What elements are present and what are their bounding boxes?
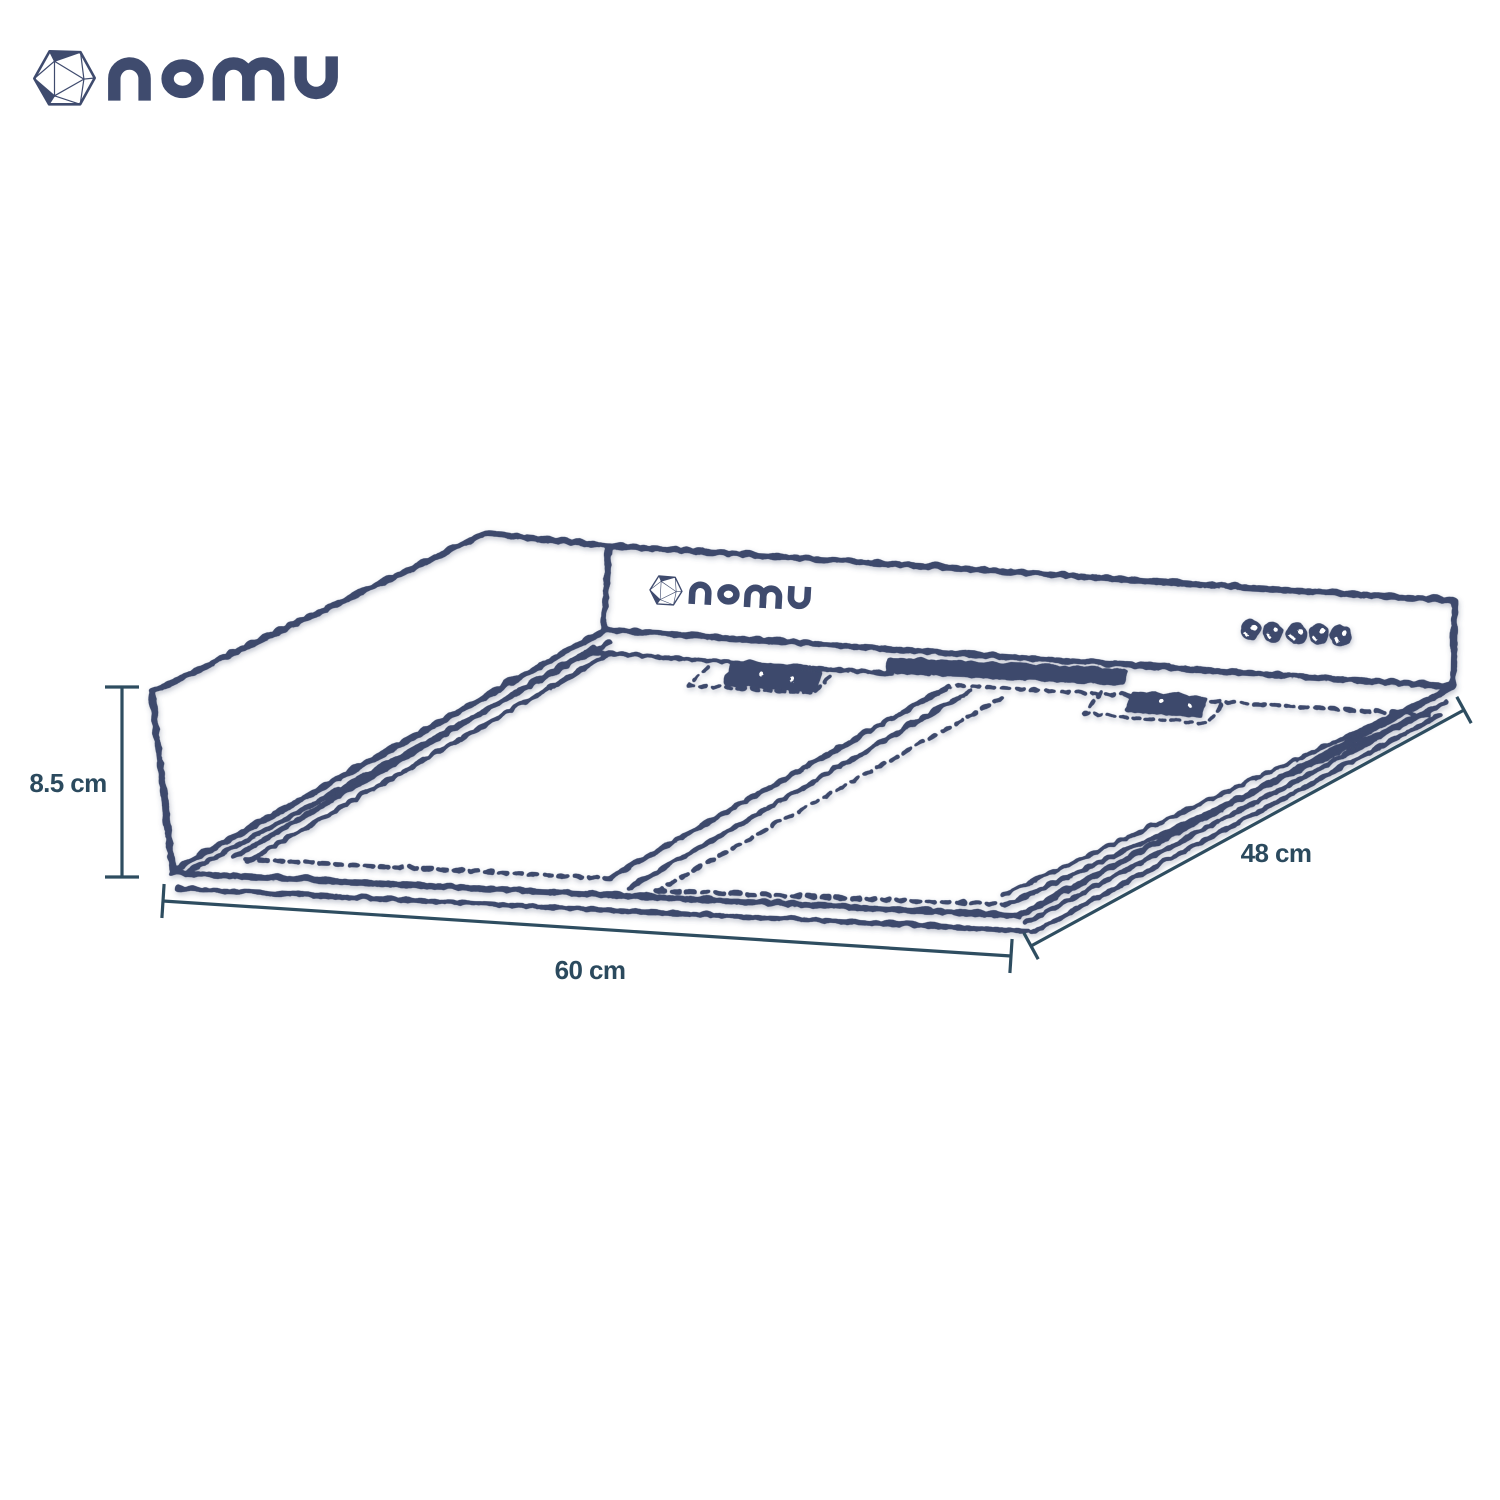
control-button <box>1261 620 1281 640</box>
height-dimension-label: 8.5 cm <box>29 768 106 798</box>
knob-highlights <box>757 622 1346 708</box>
filter-handle-left <box>684 662 830 693</box>
height-dimension-line <box>105 685 139 879</box>
control-button <box>1239 618 1259 638</box>
control-button <box>1307 622 1327 642</box>
hood-body-outline <box>147 529 1456 933</box>
header-brand-logo <box>34 51 331 104</box>
control-button <box>1285 622 1305 642</box>
right-filter-panel <box>653 694 1009 905</box>
front-panel-logo <box>649 575 808 612</box>
filter-handle-right <box>1080 688 1224 724</box>
filter-housing <box>229 643 1436 904</box>
width-dimension-line <box>160 883 1014 974</box>
vent-slot <box>883 655 1126 684</box>
width-dimension-label: 60 cm <box>555 955 626 985</box>
control-button <box>1329 624 1349 644</box>
dimension-annotations <box>105 685 1473 974</box>
hood-drawing <box>147 529 1456 933</box>
depth-dimension-label: 48 cm <box>1241 838 1312 868</box>
left-filter-panel <box>241 681 971 888</box>
control-buttons <box>1239 618 1349 644</box>
depth-dimension-line <box>1022 696 1473 960</box>
